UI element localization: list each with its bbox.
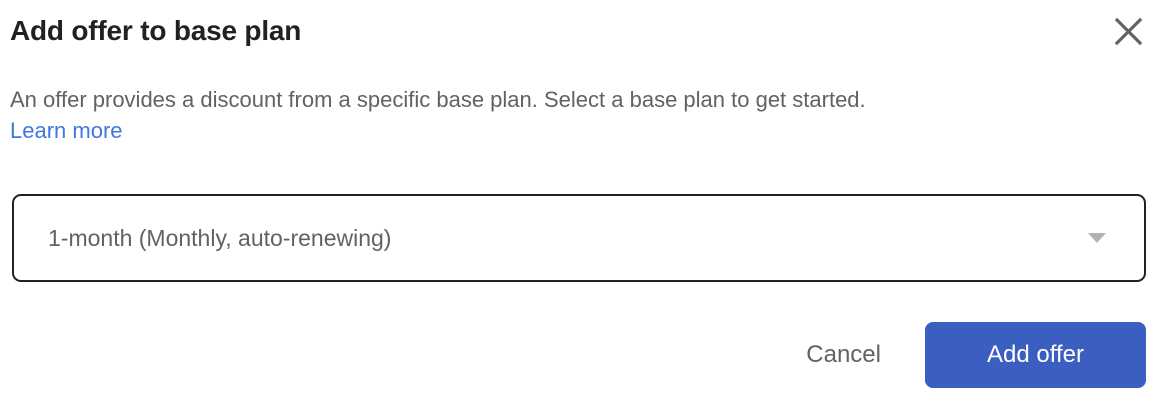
dialog-description: An offer provides a discount from a spec… <box>10 84 1158 146</box>
cancel-button[interactable]: Cancel <box>798 322 889 388</box>
dialog-header: Add offer to base plan <box>10 12 1146 54</box>
page-title: Add offer to base plan <box>10 15 302 46</box>
chevron-down-icon <box>1088 233 1106 243</box>
base-plan-select[interactable]: 1-month (Monthly, auto-renewing) <box>12 194 1146 282</box>
close-button[interactable] <box>1110 13 1146 49</box>
dialog-actions: Cancel Add offer <box>0 322 1146 388</box>
base-plan-select-value: 1-month (Monthly, auto-renewing) <box>48 224 392 251</box>
add-offer-button[interactable]: Add offer <box>925 322 1146 388</box>
dialog-description-text: An offer provides a discount from a spec… <box>10 87 866 112</box>
close-icon <box>1114 17 1143 46</box>
learn-more-link[interactable]: Learn more <box>10 118 123 143</box>
